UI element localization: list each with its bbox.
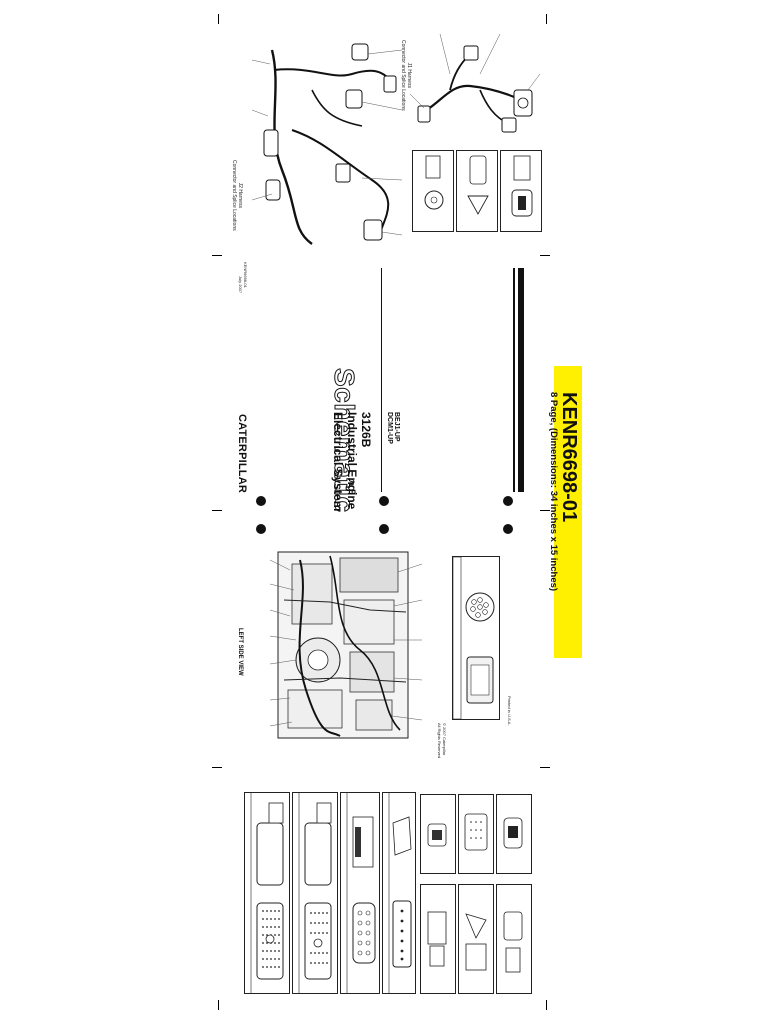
engine-model: 3126B [359, 412, 373, 448]
brand-name: CATERPILLAR [236, 414, 248, 493]
ecm-connector-drawing [250, 793, 284, 993]
crop-mark [218, 1000, 219, 1010]
connector-panel [340, 792, 380, 994]
connector-panel [382, 792, 416, 994]
harness-title: J2 Harness Connector and Splice Location… [231, 160, 243, 231]
media-banner [554, 366, 582, 658]
connector-drawing [388, 793, 412, 993]
harness-title: J1 Harness Connector and Splice Location… [400, 40, 412, 111]
serial-number: DCM1-UP [386, 412, 393, 444]
divider-line [513, 268, 515, 492]
connector-panel-small [458, 794, 494, 874]
crop-mark [540, 255, 550, 256]
crop-mark [546, 1000, 547, 1010]
engine-illustration [269, 540, 423, 750]
serial-number: BEJ1-UP [393, 412, 400, 442]
j2-harness-drawing [252, 43, 402, 245]
engine-drawing [269, 551, 423, 739]
system-name-line2: Electrical System [331, 412, 345, 512]
media-number-block: KENR6698-01 July 2007 [238, 262, 248, 293]
registration-dot [379, 524, 389, 534]
harness-connectors-drawing [424, 155, 533, 217]
registration-dot [256, 524, 266, 534]
connector-panel-small [420, 884, 456, 994]
crop-mark [546, 14, 547, 24]
registration-dot [256, 496, 266, 506]
j1-harness-drawing [410, 34, 540, 133]
banner-text: KENR6698-01 8 Page, (Dimensions: 34 inch… [548, 392, 580, 591]
banner-code: KENR6698-01 [558, 392, 580, 523]
crop-mark [540, 510, 550, 511]
small-connectors-drawing [427, 813, 523, 973]
model-block: 3126B Industrial Engine Electrical Syste… [331, 412, 373, 511]
crop-mark [540, 767, 550, 768]
connector-drawing [346, 793, 376, 993]
system-name-line1: Industrial Engine [345, 412, 359, 510]
registration-dot [503, 496, 513, 506]
brand-logo: CATERPILLAR [234, 414, 252, 493]
registration-dot [379, 496, 389, 506]
crop-mark [212, 255, 222, 256]
crop-mark [212, 510, 222, 511]
serial-block: BEJ1-UP DCM1-UP [386, 412, 400, 444]
ecm-connector-drawing [298, 793, 332, 993]
connector-panel-small [458, 884, 494, 994]
media-number: KENR6698-01 [243, 262, 248, 288]
printed-note: Printed in U.S.A. [507, 696, 512, 726]
crop-mark [212, 767, 222, 768]
divider-line [381, 268, 382, 492]
connector-panel-large [292, 792, 338, 994]
copyright-note: © 2007 Caterpillar All Rights Reserved [437, 723, 447, 759]
banner-subtitle: 8 Page, (Dimensions: 34 inches x 15 inch… [548, 392, 559, 592]
registration-dot [503, 524, 513, 534]
divider-line [518, 268, 524, 492]
connector-detail-panel [452, 556, 500, 720]
crop-mark [218, 14, 219, 24]
engine-view-title: LEFT SIDE VIEW [237, 628, 243, 676]
connector-panel-large [244, 792, 290, 994]
connector-drawing [452, 556, 495, 720]
